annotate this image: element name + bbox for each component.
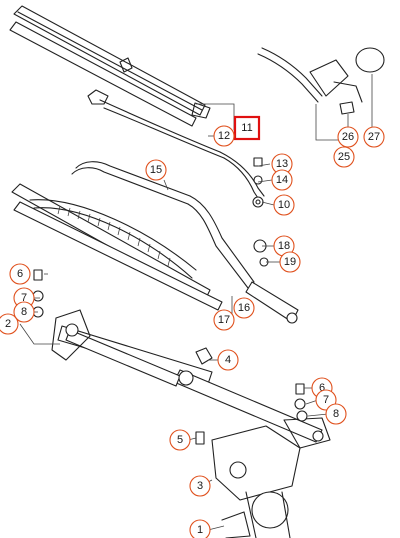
callout-2-label: 2 — [5, 318, 11, 330]
callout-15-label: 15 — [150, 164, 162, 176]
callout-19[interactable]: 19 — [279, 251, 301, 273]
callout-3-label: 3 — [197, 480, 203, 492]
callout-16[interactable]: 16 — [233, 297, 255, 319]
callout-10-label: 10 — [278, 199, 290, 211]
callout-26-label: 26 — [342, 131, 354, 143]
callout-11[interactable]: 11 — [233, 115, 261, 141]
wiper-arm-lower — [71, 161, 299, 324]
callout-12[interactable]: 12 — [213, 125, 235, 147]
wiper-linkage — [51, 309, 331, 449]
washer-nozzle-assembly — [257, 47, 385, 115]
callout-11-label: 11 — [241, 122, 252, 134]
blade-hatching — [57, 205, 171, 267]
callout-1-label: 1 — [197, 524, 203, 536]
callout-7-right-label: 7 — [323, 394, 329, 406]
callout-18-label: 18 — [278, 240, 290, 252]
wiper-motor — [211, 425, 301, 538]
wiper-arm-upper — [87, 89, 265, 208]
callout-6-right-label: 6 — [319, 382, 325, 394]
callout-18[interactable]: 18 — [273, 235, 295, 257]
callout-8-right[interactable]: 8 — [325, 403, 347, 425]
leader-lines — [19, 74, 373, 531]
callout-3[interactable]: 3 — [189, 475, 211, 497]
callout-25[interactable]: 25 — [333, 146, 355, 168]
callout-13[interactable]: 13 — [271, 153, 293, 175]
callout-8-right-label: 8 — [333, 408, 339, 420]
small-fasteners — [32, 157, 308, 445]
callout-7-left-label: 7 — [21, 292, 27, 304]
callout-5-label: 5 — [177, 434, 183, 446]
callout-6-left[interactable]: 6 — [9, 263, 31, 285]
wiper-blade-lower — [11, 183, 223, 311]
callout-4[interactable]: 4 — [217, 349, 239, 371]
callout-12-label: 12 — [218, 130, 230, 142]
callout-27[interactable]: 27 — [363, 126, 385, 148]
callout-26[interactable]: 26 — [337, 126, 359, 148]
callout-17-label: 17 — [218, 314, 230, 326]
callout-19-label: 19 — [284, 256, 296, 268]
callout-8-left-label: 8 — [21, 306, 27, 318]
callout-14-label: 14 — [276, 174, 288, 186]
callout-6-left-label: 6 — [17, 268, 23, 280]
callout-27-label: 27 — [368, 131, 380, 143]
callout-5[interactable]: 5 — [169, 429, 191, 451]
callout-25-label: 25 — [338, 151, 350, 163]
highlight-box — [233, 115, 261, 141]
callout-14[interactable]: 14 — [271, 169, 293, 191]
callout-17[interactable]: 17 — [213, 309, 235, 331]
callout-10[interactable]: 10 — [273, 194, 295, 216]
callout-13-label: 13 — [276, 158, 288, 170]
callout-1[interactable]: 1 — [189, 519, 211, 538]
callout-2[interactable]: 2 — [0, 313, 19, 335]
callout-16-label: 16 — [238, 302, 250, 314]
callout-4-label: 4 — [225, 354, 231, 366]
callout-15[interactable]: 15 — [145, 159, 167, 181]
callout-8-left[interactable]: 8 — [13, 301, 35, 323]
wiper-blade-upper — [9, 5, 211, 127]
